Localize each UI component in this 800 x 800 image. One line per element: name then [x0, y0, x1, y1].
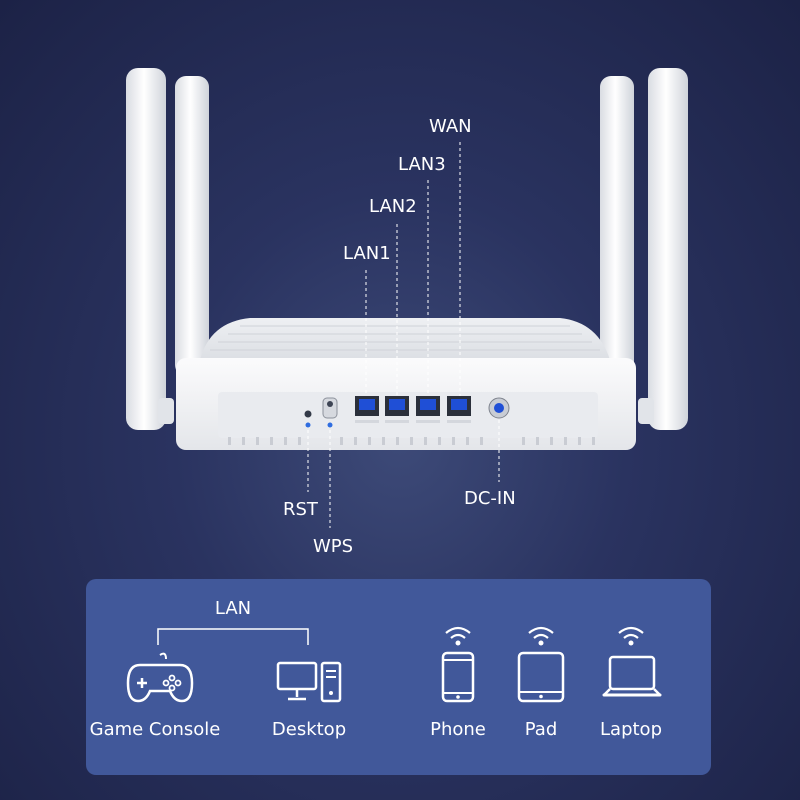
lan-group-label: LAN — [214, 598, 252, 619]
rst-label: RST — [283, 499, 318, 520]
device-label-desktop: Desktop — [271, 719, 347, 740]
device-label-phone: Phone — [430, 719, 486, 740]
phone-icon — [441, 651, 475, 703]
device-label-pad: Pad — [524, 719, 558, 740]
router-top — [200, 318, 610, 360]
lan1-label: LAN1 — [343, 243, 391, 264]
reset-hole — [304, 410, 312, 418]
desktop-icon — [276, 661, 342, 703]
wifi-icon — [445, 626, 471, 646]
wifi-icon — [528, 626, 554, 646]
antenna-right-inner — [600, 76, 634, 376]
lan1-port — [355, 396, 379, 423]
antenna-right-outer — [648, 68, 688, 430]
wps-button — [322, 397, 338, 428]
device-label-laptop: Laptop — [600, 719, 662, 740]
antenna-left-inner — [175, 76, 209, 376]
antenna-left-outer — [126, 68, 166, 430]
device-label-game-console: Game Console — [89, 719, 221, 740]
tablet-icon — [517, 651, 565, 703]
gamepad-icon — [126, 652, 194, 703]
lan3-label: LAN3 — [398, 154, 446, 175]
wan-port — [447, 396, 471, 423]
lan2-label: LAN2 — [369, 196, 417, 217]
dc-in-label: DC-IN — [464, 488, 516, 509]
wps-label: WPS — [313, 536, 354, 557]
wan-label: WAN — [429, 116, 472, 137]
connection-panel: LAN Game Console Desktop Phone — [86, 579, 711, 775]
dc-in-jack — [488, 397, 510, 419]
lan-bracket — [157, 628, 309, 645]
laptop-icon — [602, 655, 662, 697]
lan2-port — [385, 396, 409, 423]
wifi-icon — [618, 626, 644, 646]
lan3-port — [416, 396, 440, 423]
